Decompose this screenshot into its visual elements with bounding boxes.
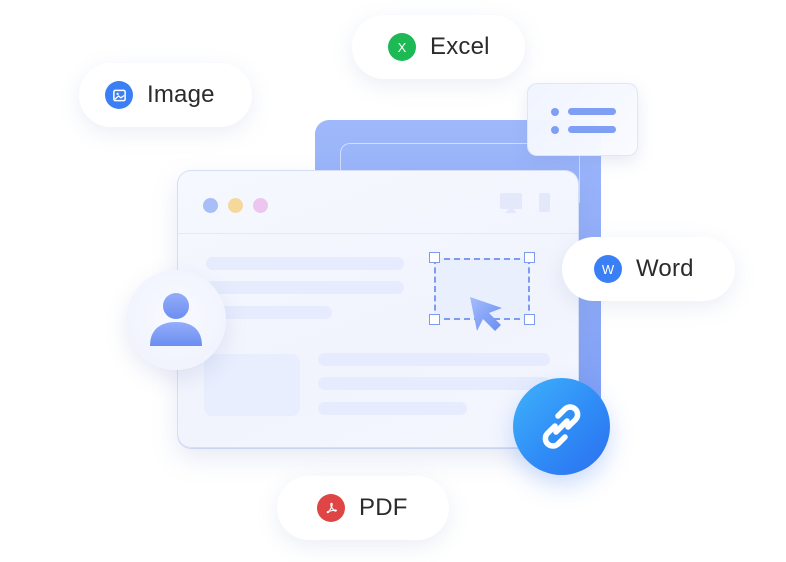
placeholder-bar — [206, 257, 404, 270]
link-button — [513, 378, 610, 475]
excel-icon: X — [388, 33, 416, 61]
resize-handle — [524, 314, 535, 325]
pdf-icon — [317, 494, 345, 522]
list-bullet-icon — [551, 108, 559, 116]
resize-handle — [429, 252, 440, 263]
word-pill[interactable]: W Word — [562, 237, 735, 301]
list-card — [527, 83, 638, 156]
word-icon: W — [594, 255, 622, 283]
window-dot-pink — [253, 198, 268, 213]
list-bullet-icon — [551, 126, 559, 134]
phone-icon — [539, 193, 550, 212]
excel-pill-label: Excel — [430, 33, 490, 60]
placeholder-bar — [318, 402, 467, 415]
placeholder-bar — [318, 353, 550, 366]
list-line — [568, 126, 616, 133]
window-dot-blue — [203, 198, 218, 213]
placeholder-thumbnail — [204, 354, 300, 416]
image-pill-label: Image — [147, 81, 215, 108]
image-pill[interactable]: Image — [79, 63, 252, 127]
user-icon — [150, 293, 202, 346]
resize-handle — [429, 314, 440, 325]
browser-window — [177, 170, 579, 448]
placeholder-bar — [206, 281, 404, 294]
window-dot-yellow — [228, 198, 243, 213]
placeholder-bar — [318, 377, 550, 390]
pdf-pill[interactable]: PDF — [277, 476, 449, 540]
link-icon — [542, 404, 581, 449]
monitor-icon — [500, 193, 522, 213]
avatar — [126, 270, 226, 370]
resize-handle — [524, 252, 535, 263]
word-pill-label: Word — [636, 255, 694, 282]
image-icon — [105, 81, 133, 109]
toolbar-divider — [178, 233, 578, 234]
placeholder-bar — [206, 306, 332, 319]
cursor-icon — [470, 297, 502, 331]
list-line — [568, 108, 616, 115]
excel-pill[interactable]: X Excel — [352, 15, 525, 79]
pdf-pill-label: PDF — [359, 494, 408, 521]
